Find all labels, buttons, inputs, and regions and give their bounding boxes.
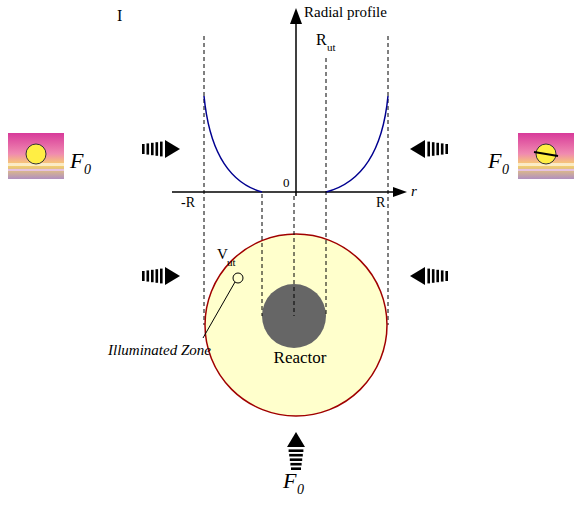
axis-tick: 0 — [283, 176, 290, 189]
light-flux-arrow — [287, 432, 305, 470]
intensity-curve — [204, 96, 388, 192]
subscript: 0 — [297, 483, 304, 497]
radius-label: R — [316, 32, 327, 48]
axis-tick: -R — [181, 196, 195, 210]
subscript: 0 — [502, 163, 509, 177]
subscript: ut — [227, 257, 236, 268]
sun-picture — [518, 133, 574, 179]
volume-label: V — [217, 247, 228, 262]
axis-label: I — [117, 8, 122, 24]
dashed-guides — [262, 58, 326, 316]
light-flux-arrow — [142, 267, 180, 285]
flux-label: F — [488, 150, 501, 172]
illuminated-zone-marker — [233, 273, 243, 283]
flux-label: F — [283, 470, 296, 492]
profile-axes — [172, 8, 407, 197]
light-flux-arrow — [410, 267, 448, 285]
sun-picture — [8, 133, 64, 179]
flux-label: F — [70, 150, 83, 172]
light-flux-arrow — [142, 140, 180, 158]
dark-core — [262, 284, 326, 348]
axis-title: Radial profile — [304, 5, 387, 20]
subscript: 0 — [84, 163, 91, 177]
callout-label: Illuminated Zone — [108, 343, 211, 358]
subscript: ut — [327, 42, 336, 53]
leader-line — [203, 282, 235, 338]
light-flux-arrow — [410, 140, 448, 158]
axis-label: r — [411, 184, 417, 199]
node-label: Reactor — [274, 349, 327, 366]
axis-tick: R — [376, 196, 385, 210]
